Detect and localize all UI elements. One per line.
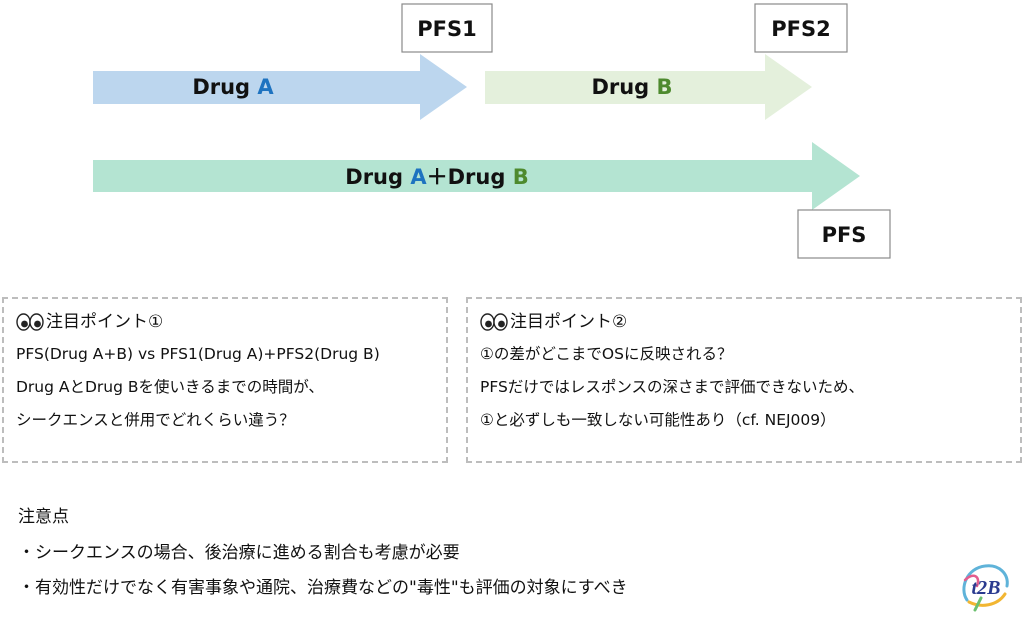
- pfs-label: PFS: [822, 223, 867, 247]
- eyes-icon: [16, 313, 44, 331]
- pfs2-box: [754, 3, 848, 53]
- pfs1-label: PFS1: [417, 17, 476, 41]
- point-1-line: PFS(Drug A+B) vs PFS1(Drug A)+PFS2(Drug …: [16, 345, 380, 363]
- notes-title: 注意点: [18, 507, 69, 527]
- point-2-line: PFSだけではレスポンスの深さまで評価できないため、: [480, 378, 865, 396]
- point-1-line: Drug AとDrug Bを使いきるまでの時間が、: [16, 378, 324, 396]
- point-2-line: ①と必ずしも一致しない可能性あり（cf. NEJ009）: [480, 411, 836, 429]
- drug-b-arrow: [485, 54, 812, 120]
- point-1-title: 注目ポイント①: [46, 312, 164, 332]
- note-item: ・シークエンスの場合、後治療に進める割合も考慮が必要: [18, 543, 460, 563]
- combo-arrow: [93, 142, 860, 210]
- point-2-box: 注目ポイント② ①の差がどこまでOSに反映される？ PFSだけではレスポンスの深…: [466, 297, 1022, 463]
- drug-a-arrow: [93, 54, 467, 120]
- eyes-icon: [480, 313, 508, 331]
- drug-a-label: Drug A: [192, 75, 274, 99]
- point-2-line: ①の差がどこまでOSに反映される？: [480, 345, 733, 363]
- pfs-box: [797, 209, 891, 259]
- note-item: ・有効性だけでなく有害事象や通院、治療費などの"毒性"も評価の対象にすべき: [18, 578, 628, 598]
- point-1-line: シークエンスと併用でどれくらい違う？: [16, 411, 295, 429]
- combo-label: Drug A＋Drug B: [345, 165, 528, 189]
- pfs2-label: PFS2: [771, 17, 830, 41]
- notes-section: 注意点 ・シークエンスの場合、後治療に進める割合も考慮が必要 ・有効性だけでなく…: [18, 506, 628, 612]
- point-2-heading: 注目ポイント②: [480, 311, 1008, 333]
- svg-text:t2B: t2B: [972, 577, 1001, 599]
- point-1-box: 注目ポイント① PFS(Drug A+B) vs PFS1(Drug A)+PF…: [2, 297, 448, 463]
- point-1-heading: 注目ポイント①: [16, 311, 434, 333]
- treatment-diagram: Drug A Drug B Drug A＋Drug B PFS1 PFS2 PF…: [93, 3, 891, 259]
- pfs1-box: [401, 3, 493, 53]
- point-2-title: 注目ポイント②: [510, 312, 628, 332]
- site-logo: t2B: [962, 564, 1009, 612]
- drug-b-label: Drug B: [591, 75, 672, 99]
